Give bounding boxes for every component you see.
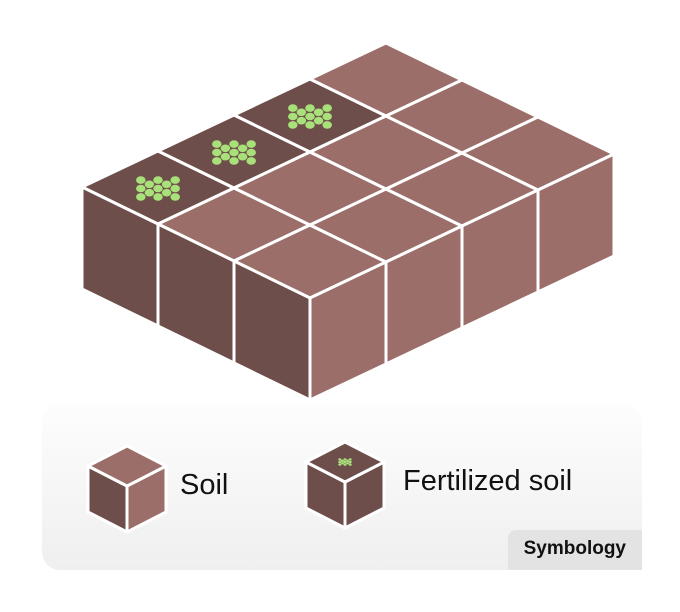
fertilizer-dot: [288, 121, 298, 129]
block-top: [80, 41, 616, 300]
fertilizer-dot: [348, 460, 352, 464]
fertilized-soil-cube-icon: [304, 440, 386, 530]
legend-panel: Soil Fertilized soil Symbology: [42, 404, 642, 570]
fertilizer-dot: [296, 108, 307, 117]
soil-side-cell: [536, 152, 616, 294]
fertilizer-dot: [288, 112, 298, 121]
fertilizer-dot: [343, 458, 347, 461]
fertilizer-dot: [229, 140, 239, 148]
fertilizer-dot: [346, 462, 350, 465]
fertilizer-dot: [144, 180, 155, 189]
fertilizer-dot: [288, 104, 298, 112]
fertilizer-dot: [246, 140, 256, 148]
fertilizer-dot: [229, 157, 239, 165]
fertilizer-dot: [313, 108, 324, 117]
fertilizer-dot: [212, 140, 222, 148]
fertilizer-dot: [153, 184, 163, 193]
fertilizer-dot: [220, 144, 231, 153]
fertilizer-dot: [220, 152, 231, 161]
legend-label-soil: Soil: [180, 469, 229, 501]
block-front-right: [308, 152, 616, 402]
fertilizer-dot: [153, 176, 163, 184]
fertilizer-dots: [338, 458, 352, 466]
fertilizer-dot: [338, 463, 342, 466]
fertilizer-dot: [237, 152, 248, 161]
cube-top-face: [86, 444, 168, 488]
fertilizer-dot: [246, 148, 256, 157]
fertilizer-dot: [161, 180, 172, 189]
fertilizer-dot: [322, 104, 332, 112]
fertilizer-dot: [170, 184, 180, 193]
fertilizer-dot: [348, 458, 352, 461]
fertilizer-dot: [343, 460, 347, 464]
fertilizer-dot: [170, 193, 180, 201]
fertilizer-dot: [229, 148, 239, 157]
fertilizer-dot: [348, 463, 352, 466]
fertilizer-dot: [170, 176, 180, 184]
fertilizer-dot: [322, 112, 332, 121]
fertilizer-dots: [136, 176, 180, 201]
fertilizer-dot: [161, 188, 172, 197]
fertilizer-dot: [305, 121, 315, 129]
fertilizer-dot: [338, 458, 342, 461]
fertilizer-dot: [346, 459, 350, 462]
fertilizer-dot: [237, 144, 248, 153]
fertilizer-dot: [246, 157, 256, 165]
fertilizer-dot: [144, 188, 155, 197]
fertilizer-dot: [313, 116, 324, 125]
fertilizer-dot: [153, 193, 163, 201]
legend-label-fertilized-soil: Fertilized soil: [403, 465, 573, 497]
fertilizer-dot: [322, 121, 332, 129]
fertilizer-dot: [305, 104, 315, 112]
fertilizer-dot: [340, 462, 344, 465]
fertilizer-dot: [136, 193, 146, 201]
fertilizer-dot: [340, 459, 344, 462]
soil-cube-icon: [86, 444, 168, 534]
fertilizer-dot: [338, 460, 342, 464]
fertilizer-dots: [288, 104, 332, 129]
fertilizer-dot: [343, 463, 347, 466]
fertilizer-dot: [212, 148, 222, 157]
fertilizer-dot: [296, 116, 307, 125]
fertilizer-dots: [212, 140, 256, 165]
legend-title: Symbology: [507, 530, 642, 570]
block-front-left: [80, 185, 312, 402]
fertilizer-dot: [212, 157, 222, 165]
fertilizer-dot: [136, 184, 146, 193]
fertilizer-dot: [305, 112, 315, 121]
fertilizer-dot: [136, 176, 146, 184]
